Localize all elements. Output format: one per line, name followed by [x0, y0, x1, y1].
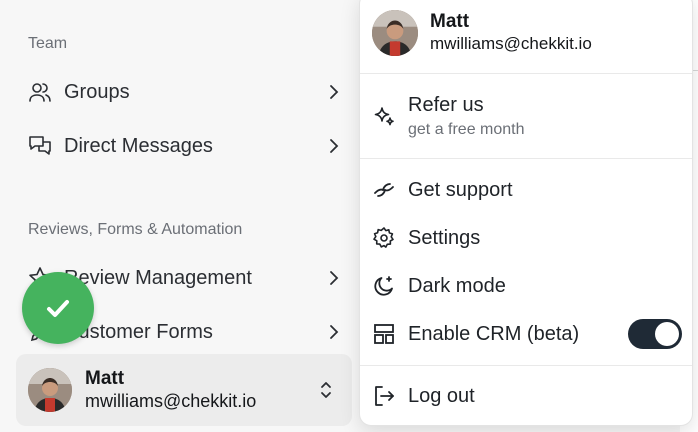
menu-item-settings[interactable]: Settings: [372, 220, 682, 256]
section-title-reviews: Reviews, Forms & Automation: [28, 221, 243, 238]
menu-item-refer-us[interactable]: Refer us get a free month: [372, 93, 525, 143]
chevron-right-icon: [326, 324, 342, 340]
link-icon: [372, 178, 396, 202]
avatar: [372, 10, 418, 56]
crm-toggle[interactable]: [628, 319, 682, 349]
chevron-right-icon: [326, 138, 342, 154]
menu-item-enable-crm[interactable]: Enable CRM (beta): [372, 316, 682, 352]
moon-icon: [372, 274, 396, 298]
menu-item-label: Enable CRM (beta): [408, 322, 580, 345]
menu-item-dark-mode[interactable]: Dark mode: [372, 268, 682, 304]
avatar: [28, 368, 72, 412]
menu-item-log-out[interactable]: Log out: [372, 378, 682, 414]
gear-icon: [372, 226, 396, 250]
sidebar-item-groups[interactable]: Groups: [28, 72, 342, 112]
menu-item-label: Get support: [408, 178, 513, 201]
sidebar-item-label: Direct Messages: [64, 134, 213, 157]
menu-user-email: mwilliams@chekkit.io: [430, 34, 592, 53]
menu-item-label: Dark mode: [408, 274, 506, 297]
layout-icon: [372, 322, 396, 346]
checkmark-icon: [43, 293, 73, 323]
menu-user-header: Matt mwilliams@chekkit.io: [372, 10, 592, 56]
toggle-knob: [655, 322, 679, 346]
sidebar-item-direct-messages[interactable]: Direct Messages: [28, 126, 342, 166]
menu-divider: [360, 73, 692, 74]
chevron-right-icon: [326, 84, 342, 100]
chevron-right-icon: [326, 270, 342, 286]
section-title-team: Team: [28, 35, 68, 52]
menu-item-label: Settings: [408, 226, 481, 249]
refer-subtitle: get a free month: [408, 121, 525, 138]
logout-icon: [372, 384, 396, 408]
sidebar: Team Groups Direct Messages Reviews, For…: [16, 35, 352, 426]
user-email: mwilliams@chekkit.io: [85, 391, 257, 411]
sidebar-item-label: Customer Forms: [64, 320, 213, 343]
success-toast: [22, 272, 94, 344]
sidebar-item-label: Review Management: [64, 266, 252, 289]
chat-bubbles-icon: [28, 134, 52, 158]
menu-item-get-support[interactable]: Get support: [372, 172, 682, 208]
user-account-button[interactable]: Matt mwilliams@chekkit.io: [16, 354, 352, 426]
sparkles-icon: [372, 105, 396, 129]
refer-title: Refer us: [408, 94, 484, 116]
menu-user-name: Matt: [430, 11, 470, 32]
menu-item-label: Log out: [408, 384, 475, 407]
account-dropdown-menu: Matt mwilliams@chekkit.io Refer us get a…: [359, 0, 693, 426]
chevron-up-down-icon: [314, 378, 338, 402]
menu-divider: [360, 365, 692, 366]
menu-divider: [360, 158, 692, 159]
sidebar-item-label: Groups: [64, 80, 130, 103]
user-name: Matt: [85, 368, 125, 389]
users-icon: [28, 80, 52, 104]
